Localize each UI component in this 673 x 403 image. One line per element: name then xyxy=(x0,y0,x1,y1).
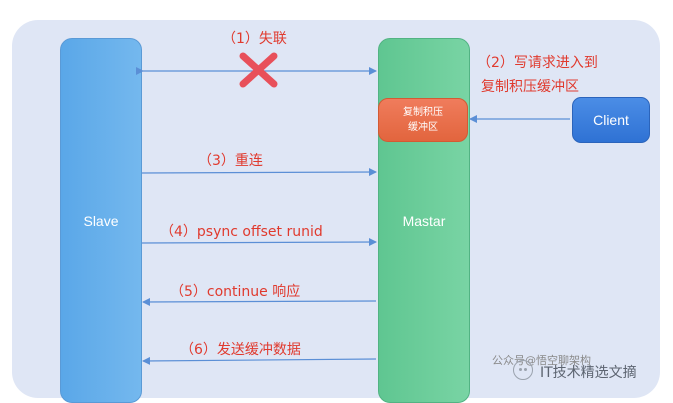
slave-label: Slave xyxy=(83,212,119,229)
replication-backlog-buffer: 复制积压 缓冲区 xyxy=(378,98,468,142)
send-buffer-arrow xyxy=(142,356,377,365)
step3-label: （3）重连 xyxy=(198,153,263,169)
reconnect-arrow xyxy=(141,168,377,177)
step1-label: （1）失联 xyxy=(222,31,287,47)
slave-node: Slave xyxy=(60,38,142,403)
backlog-label-line2: 缓冲区 xyxy=(408,122,438,133)
wechat-logo-icon xyxy=(513,360,533,380)
step2-label-line1: （2）写请求进入到 xyxy=(477,55,598,71)
step2-label-line2: 复制积压缓冲区 xyxy=(481,79,579,95)
continue-arrow xyxy=(142,297,377,306)
step5-label: （5）continue 响应 xyxy=(170,284,301,300)
step6-label: （6）发送缓冲数据 xyxy=(180,342,301,358)
master-label: Mastar xyxy=(402,212,446,229)
disconnect-cross-icon xyxy=(239,52,278,88)
client-node: Client xyxy=(572,97,650,143)
step4-label: （4）psync offset runid xyxy=(160,224,323,240)
backlog-label-line1: 复制积压 xyxy=(403,107,443,118)
client-label: Client xyxy=(593,112,629,128)
psync-arrow xyxy=(141,238,377,247)
watermark-name: IT技术精选文摘 xyxy=(540,365,637,381)
